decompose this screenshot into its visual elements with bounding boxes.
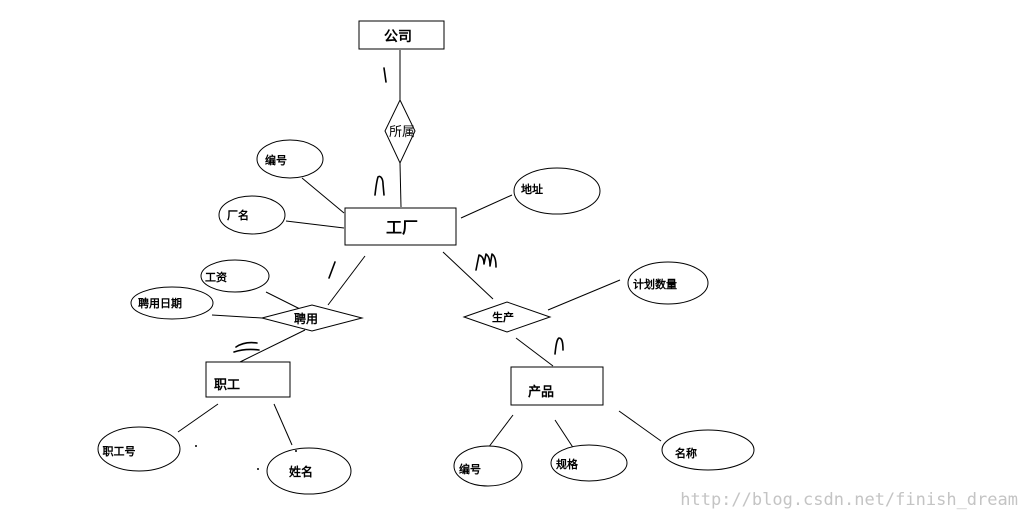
entity-company-label: 公司	[384, 29, 412, 45]
relationship-belongs: 所属	[384, 98, 416, 165]
relationship-produce-label: 生产	[492, 310, 514, 324]
attribute-factory-id-label: 编号	[265, 153, 287, 167]
cardinality-employee-side	[233, 341, 260, 353]
entity-product: 产品	[510, 366, 604, 406]
attribute-factory-name-label: 厂名	[227, 208, 249, 222]
relationship-produce: 生产	[462, 301, 552, 333]
attribute-wage-label: 工资	[205, 270, 227, 284]
attribute-employee-name-label: 姓名	[289, 464, 313, 479]
relationship-hire-label: 聘用	[294, 311, 318, 326]
attribute-factory-name: 厂名	[218, 195, 286, 235]
attribute-product-id: 编号	[453, 445, 523, 487]
cardinality-factory-produce-side	[475, 253, 497, 271]
attribute-factory-id: 编号	[256, 139, 324, 179]
cardinality-product-side	[554, 337, 564, 355]
connector-lines	[177, 50, 662, 450]
attribute-wage: 工资	[200, 259, 270, 293]
cardinality-marks	[195, 67, 564, 470]
attribute-product-name: 名称	[661, 429, 755, 471]
cardinality-factory-belongs-side	[374, 175, 385, 196]
attribute-product-spec: 规格	[550, 444, 628, 482]
attribute-planned-qty-label: 计划数量	[633, 277, 677, 291]
attribute-hire-date: 聘用日期	[130, 286, 214, 320]
attribute-hire-date-label: 聘用日期	[138, 296, 182, 310]
relationship-hire: 聘用	[260, 304, 364, 332]
attribute-planned-qty: 计划数量	[627, 261, 709, 305]
entity-factory: 工厂	[344, 207, 457, 246]
cardinality-factory-hire-side	[328, 261, 336, 279]
entity-employee: 职工	[205, 361, 291, 398]
relationship-belongs-label: 所属	[389, 125, 415, 140]
attribute-product-name-label: 名称	[675, 446, 697, 460]
entity-employee-label: 职工	[214, 378, 240, 393]
entity-product-label: 产品	[528, 384, 554, 400]
attribute-employee-name: 姓名	[266, 447, 352, 495]
attribute-factory-address: 地址	[513, 167, 601, 215]
attribute-factory-address-label: 地址	[521, 182, 543, 196]
cardinality-company-side	[383, 67, 387, 83]
watermark-text: http://blog.csdn.net/finish_dream	[680, 490, 1018, 510]
attribute-product-spec-label: 规格	[556, 457, 579, 471]
entity-company: 公司	[358, 20, 445, 50]
attribute-employee-no-label: 职工号	[103, 445, 136, 458]
attribute-product-id-label: 编号	[459, 462, 481, 476]
attribute-employee-no: 职工号	[97, 426, 181, 472]
entity-factory-label: 工厂	[386, 218, 418, 237]
